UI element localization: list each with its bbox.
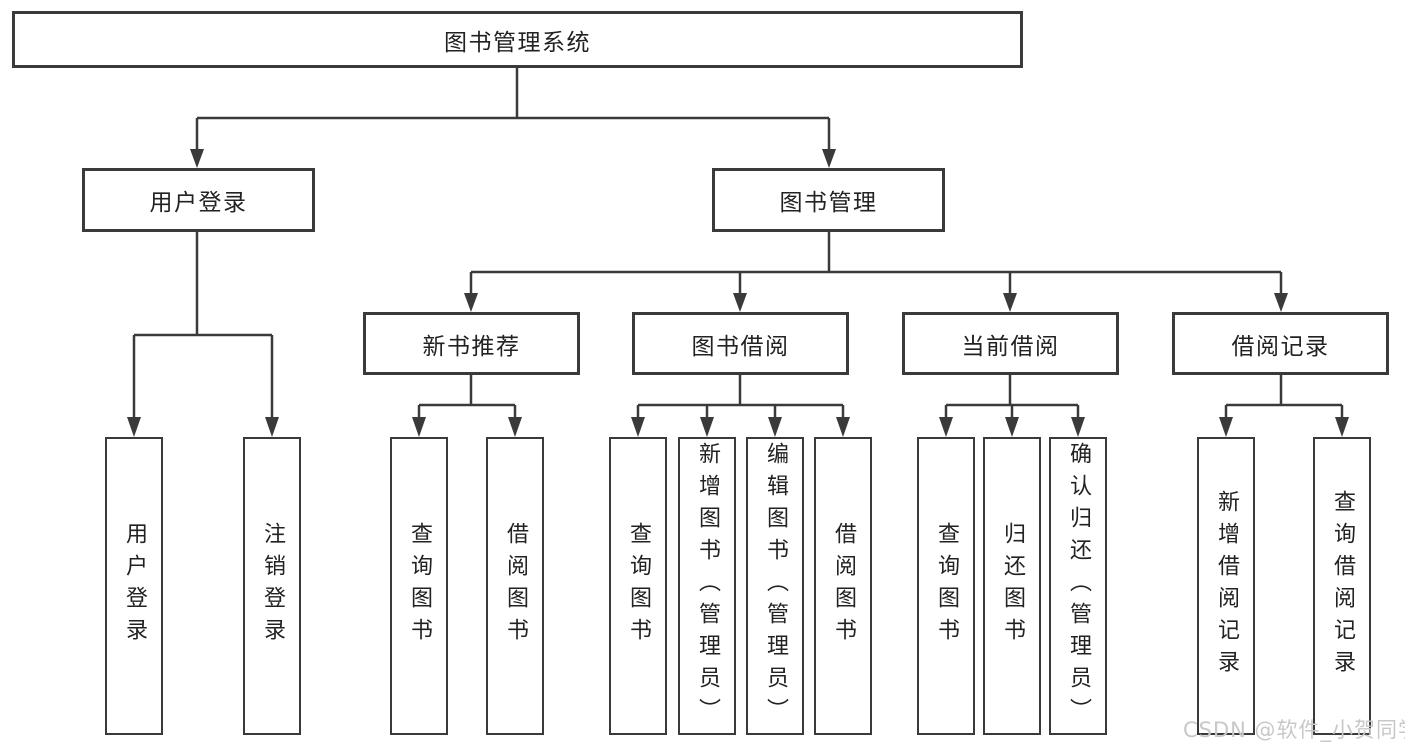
connector-userlogin-to-leaves [127, 232, 279, 437]
csdn-watermark: CSDN @软件_小贺同学 [1183, 718, 1405, 742]
leaf-recommend-query-books: 查询图书 [390, 437, 448, 735]
connector-newbook-to-leaves [412, 375, 522, 437]
connector-currentborrow-to-leaves [939, 375, 1085, 437]
connector-records-to-leaves [1219, 375, 1349, 437]
leaf-confirm-return-admin-label: 确认归还（管理员） [1066, 442, 1091, 730]
node-library-system: 图书管理系统 [12, 11, 1023, 68]
connector-bookborrow-to-leaves [631, 375, 850, 437]
leaf-current-query-books: 查询图书 [917, 437, 975, 735]
leaf-return-books: 归还图书 [983, 437, 1041, 735]
node-new-book-recommend: 新书推荐 [363, 312, 580, 375]
leaf-current-query-books-label: 查询图书 [934, 522, 959, 650]
leaf-query-borrow-record-label: 查询借阅记录 [1330, 490, 1355, 682]
leaf-recommend-query-books-label: 查询图书 [407, 522, 432, 650]
leaf-add-borrow-record: 新增借阅记录 [1197, 437, 1255, 735]
leaf-logout: 注销登录 [243, 437, 301, 735]
leaf-user-login-label: 用户登录 [122, 522, 147, 650]
leaf-logout-label: 注销登录 [260, 522, 285, 650]
node-current-borrowing: 当前借阅 [902, 312, 1119, 375]
leaf-recommend-borrow-books: 借阅图书 [486, 437, 544, 735]
connector-root-to-level2 [190, 68, 836, 168]
node-borrowing-records-label: 借阅记录 [1231, 333, 1330, 360]
leaf-borrowing-query-books: 查询图书 [609, 437, 667, 735]
connector-bookmgmt-to-level3 [464, 232, 1288, 312]
leaf-borrowing-query-books-label: 查询图书 [626, 522, 651, 650]
leaf-add-book-admin: 新增图书（管理员） [678, 437, 736, 735]
node-book-management: 图书管理 [712, 168, 945, 232]
node-current-borrowing-label: 当前借阅 [961, 333, 1060, 360]
node-borrowing-records: 借阅记录 [1172, 312, 1389, 375]
leaf-borrowing-borrow-books-label: 借阅图书 [831, 522, 856, 650]
leaf-query-borrow-record: 查询借阅记录 [1313, 437, 1371, 735]
leaf-edit-book-admin-label: 编辑图书（管理员） [763, 442, 788, 730]
leaf-user-login: 用户登录 [105, 437, 163, 735]
leaf-add-book-admin-label: 新增图书（管理员） [695, 442, 720, 730]
leaf-borrowing-borrow-books: 借阅图书 [814, 437, 872, 735]
leaf-edit-book-admin: 编辑图书（管理员） [746, 437, 804, 735]
node-book-borrowing: 图书借阅 [632, 312, 849, 375]
node-book-borrowing-label: 图书借阅 [691, 333, 790, 360]
node-user-login: 用户登录 [82, 168, 315, 232]
leaf-recommend-borrow-books-label: 借阅图书 [503, 522, 528, 650]
node-library-system-label: 图书管理系统 [444, 29, 591, 56]
node-new-book-recommend-label: 新书推荐 [422, 333, 521, 360]
node-book-management-label: 图书管理 [779, 190, 878, 216]
leaf-add-borrow-record-label: 新增借阅记录 [1214, 490, 1239, 682]
leaf-return-books-label: 归还图书 [1000, 522, 1025, 650]
node-user-login-label: 用户登录 [149, 190, 248, 216]
leaf-confirm-return-admin: 确认归还（管理员） [1049, 437, 1107, 735]
